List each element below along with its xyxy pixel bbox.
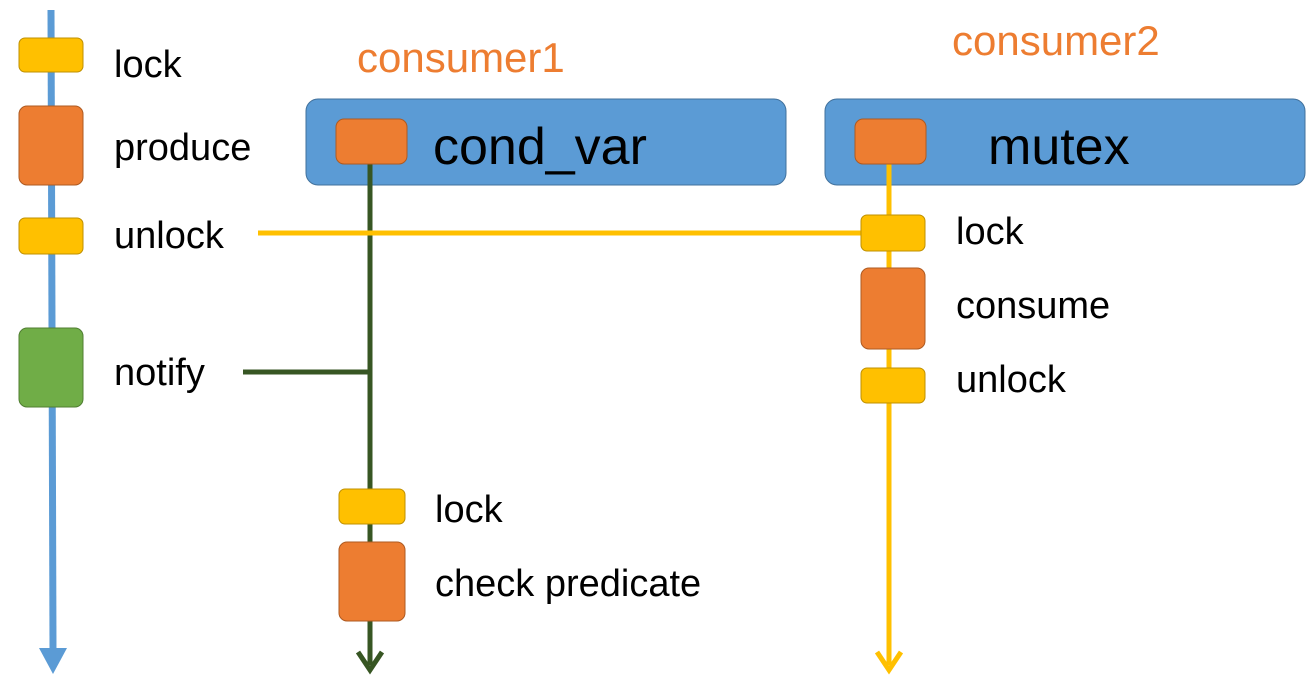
producer-notify-label: notify bbox=[114, 352, 205, 394]
producer-produce-label: produce bbox=[114, 127, 251, 169]
producer-unlock-block bbox=[18, 217, 84, 255]
consumer2-arrowhead bbox=[874, 650, 904, 675]
producer-arrowhead bbox=[39, 648, 67, 674]
consumer2-unlock-block bbox=[860, 367, 926, 404]
cond-var-box bbox=[305, 98, 787, 186]
consumer2-header: consumer2 bbox=[952, 17, 1160, 64]
consumer2-unlock-label: unlock bbox=[956, 359, 1067, 401]
consumer1-lock-block bbox=[338, 488, 406, 525]
producer-notify-block bbox=[18, 327, 84, 408]
consumer1-lock-label: lock bbox=[435, 489, 504, 531]
consumer2-consume-label: consume bbox=[956, 285, 1110, 327]
cond-var-label: cond_var bbox=[433, 118, 647, 176]
cond-var-marker bbox=[335, 118, 408, 165]
producer-lock-block bbox=[18, 37, 84, 73]
producer-unlock-label: unlock bbox=[114, 215, 225, 257]
consumer2-consume-block bbox=[860, 267, 926, 350]
mutex-label: mutex bbox=[988, 118, 1130, 176]
consumer1-check-predicate-label: check predicate bbox=[435, 563, 701, 605]
consumer1-check-block bbox=[338, 541, 406, 622]
consumer2-lock-label: lock bbox=[956, 211, 1025, 253]
consumer1-arrowhead bbox=[355, 650, 385, 675]
producer-lock-label: lock bbox=[114, 44, 183, 86]
producer-produce-block bbox=[18, 105, 84, 186]
consumer1-header: consumer1 bbox=[357, 34, 565, 81]
mutex-box bbox=[824, 98, 1306, 186]
consumer2-lock-block bbox=[860, 214, 926, 252]
mutex-marker bbox=[854, 118, 927, 165]
